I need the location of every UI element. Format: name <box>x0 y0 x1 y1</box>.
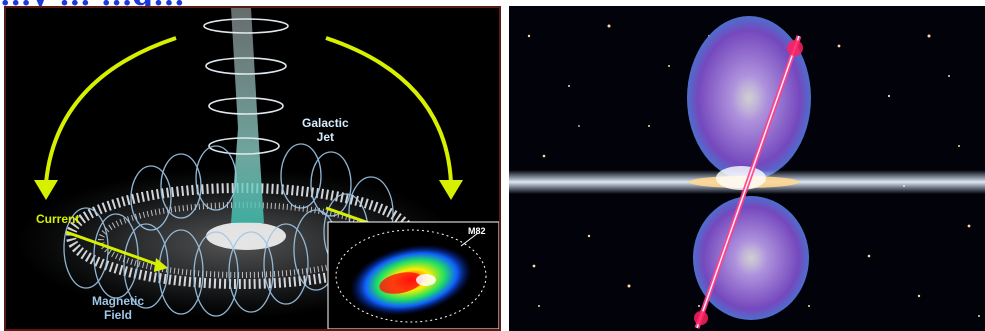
galaxy-lobes-image <box>509 6 985 331</box>
right-arrowhead-icon <box>439 180 463 200</box>
magnetic-field-label: Magnetic Field <box>92 294 145 322</box>
lower-lobe <box>693 196 809 320</box>
jet-hotspot-bottom <box>694 311 708 325</box>
current-arrowhead-icon <box>154 258 168 272</box>
star-field <box>527 24 980 317</box>
jet-column <box>231 8 264 223</box>
jet-rings <box>203 18 289 155</box>
current-label: Current <box>36 212 80 226</box>
galaxy-bulge <box>716 166 766 190</box>
jet-hotspot-top <box>787 40 803 56</box>
upper-lobe <box>687 16 811 180</box>
m82-inset <box>327 221 499 329</box>
current-arrows <box>44 36 453 184</box>
m82-label: M82 <box>468 226 486 236</box>
jet-core <box>696 35 800 329</box>
galactic-core <box>206 222 286 250</box>
left-arrowhead-icon <box>34 180 58 200</box>
lobes-art <box>509 16 985 329</box>
diagram-art <box>16 8 499 329</box>
galactic-jet-label: Galactic Jet <box>302 116 349 144</box>
galactic-jet-diagram: Galactic Jet Current Magnetic Field M82 <box>4 6 501 331</box>
